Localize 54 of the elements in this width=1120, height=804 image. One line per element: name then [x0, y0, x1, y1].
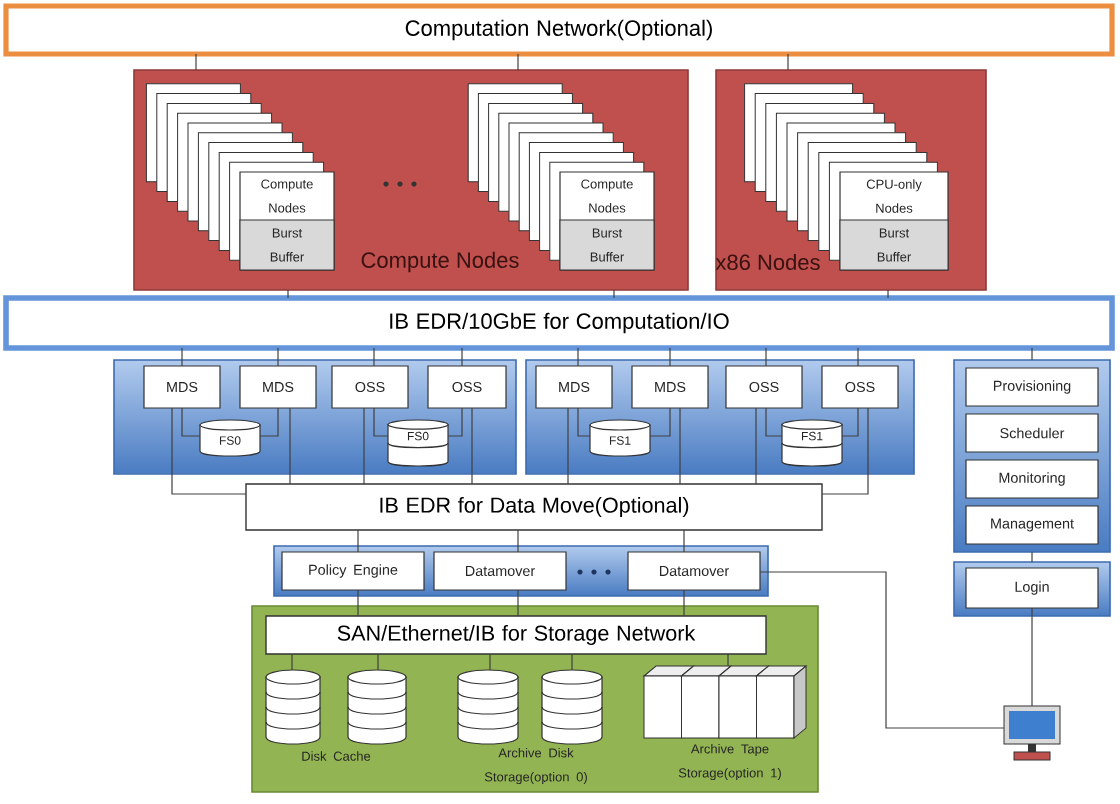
connector-line [291, 653, 293, 671]
connector-line [683, 589, 685, 617]
connector-line [613, 289, 615, 299]
connector-line [887, 289, 889, 299]
network-bar: Computation Network(Optional) [3, 3, 1115, 57]
connector-line [171, 407, 247, 495]
connector-line [373, 347, 375, 367]
connector-line [489, 653, 491, 671]
connector-line [517, 53, 519, 71]
connector-line [447, 407, 463, 437]
computer-icon [1003, 705, 1061, 761]
connector-line [765, 347, 767, 367]
disk-stack-icon [347, 669, 407, 745]
connector-line [363, 407, 365, 485]
connector-line [577, 407, 591, 437]
connector-line [679, 407, 681, 485]
connector-line [755, 407, 757, 485]
connector-line [1031, 347, 1033, 361]
connector-line [195, 53, 197, 71]
connector-line [289, 407, 291, 485]
connector-line [517, 589, 519, 617]
connector-line [567, 407, 569, 485]
network-bar: IB EDR for Data Move(Optional) [245, 483, 823, 531]
connector-line [787, 53, 789, 71]
connector-line [759, 571, 1005, 729]
connector-line [277, 347, 279, 367]
connector-line [765, 407, 783, 437]
connector-line [373, 407, 389, 437]
connector-line [377, 653, 379, 671]
connector-line [821, 407, 869, 495]
connector-line [181, 407, 201, 437]
connector-line [357, 589, 359, 617]
connector-line [287, 289, 289, 299]
connector-line [1031, 607, 1033, 707]
connector-line [857, 347, 859, 367]
connector-line [669, 347, 671, 367]
disk-stack-icon [541, 669, 603, 745]
connector-line [259, 407, 279, 437]
connector-line [181, 347, 183, 367]
connector-line [727, 653, 729, 667]
connector-line [841, 407, 859, 437]
disk-stack-icon [457, 669, 519, 745]
connector-line [577, 347, 579, 367]
connector-line [1031, 551, 1033, 563]
network-bar: SAN/Ethernet/IB for Storage Network [265, 615, 767, 655]
connector-line [683, 529, 685, 553]
connector-line [461, 347, 463, 367]
network-bar: IB EDR/10GbE for Computation/IO [3, 295, 1115, 351]
connector-line [571, 653, 573, 671]
connector-line [649, 407, 671, 437]
connector-line [357, 529, 359, 553]
connector-line [471, 407, 473, 485]
disk-stack-icon [265, 669, 321, 745]
connector-line [517, 529, 519, 553]
